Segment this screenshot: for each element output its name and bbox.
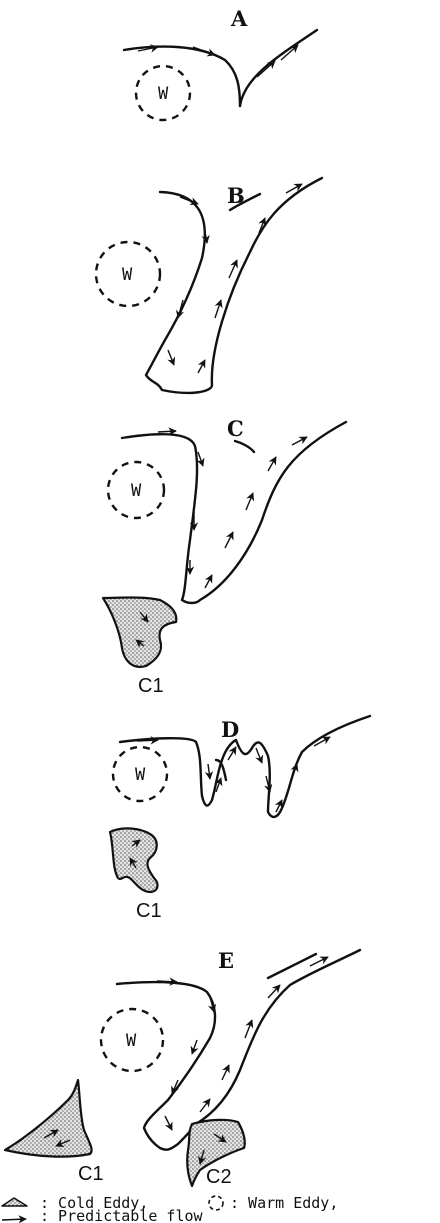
legend-warm-eddy-text: : Warm Eddy, <box>230 1194 338 1212</box>
panel-a-warm-eddy-label: W <box>158 84 169 104</box>
panel-a-front-left <box>124 47 240 106</box>
panel-a-flow-arrow <box>193 47 215 55</box>
panel-d-flow-arrow <box>228 747 236 760</box>
panel-e-flow-arrow <box>310 957 328 966</box>
panel-b-flow-arrow <box>229 260 237 278</box>
panel-c-label: C <box>227 416 244 441</box>
legend-flow-arrow-icon <box>2 1219 26 1220</box>
panel-e-flow-arrow <box>222 1065 229 1080</box>
panel-e-warm-eddy-label: W <box>126 1031 137 1051</box>
panel-d-cold-eddy-c1-label: C1 <box>136 900 162 922</box>
panel-e-flow-arrow <box>157 981 177 982</box>
panel-d-flow-arrow <box>208 764 210 779</box>
panel-c-flow-arrow <box>225 532 233 548</box>
panel-c-flow-arrow <box>198 452 203 466</box>
panel-d-cold-eddy-c1 <box>110 828 157 892</box>
panel-c-front <box>122 422 346 603</box>
panel-c-flow-arrow <box>205 575 212 588</box>
panel-d-flow-arrow <box>292 764 297 778</box>
panel-c-flow-arrow <box>246 493 253 510</box>
panel-e-flow-arrow <box>245 1020 252 1038</box>
panel-e-cold-eddy-c1 <box>5 1080 92 1157</box>
panel-b-flow-arrow <box>198 360 205 373</box>
panel-a-front-right <box>240 30 317 106</box>
panel-c-front-inner <box>235 441 254 452</box>
panel-d: D W C1 <box>110 716 370 922</box>
panel-c-flow-arrow <box>292 437 307 445</box>
panel-b-warm-eddy-label: W <box>122 265 133 285</box>
panel-c-warm-eddy-label: W <box>131 481 142 501</box>
panel-a: A W <box>124 6 317 120</box>
panel-c-cold-eddy-c1 <box>103 598 176 667</box>
panel-e-cold-eddy-c2-label: C2 <box>206 1166 232 1188</box>
panel-c-flow-arrow <box>158 431 176 432</box>
panel-d-flow-arrow <box>137 740 158 741</box>
panel-e-cold-eddy-c1-label: C1 <box>78 1163 104 1185</box>
panel-e-label: E <box>218 948 234 973</box>
panel-c: C W C1 <box>103 416 346 697</box>
panel-b-flow-arrow <box>180 197 198 204</box>
panel-e-flow-arrow <box>165 1116 172 1130</box>
legend-cold-eddy-icon <box>2 1198 27 1206</box>
panel-e: E W C1 C2 <box>5 948 360 1188</box>
legend-flow-text: : Predictable flow <box>40 1207 204 1223</box>
panel-a-flow-arrow <box>257 61 275 77</box>
panel-d-front-left <box>120 716 370 817</box>
legend-warm-eddy-icon <box>209 1196 223 1210</box>
panel-b-flow-arrow <box>215 300 221 318</box>
panel-d-label: D <box>221 717 239 742</box>
panel-c-flow-arrow <box>268 457 276 471</box>
panel-d-flow-arrow <box>256 748 262 763</box>
panel-e-front <box>117 950 360 1150</box>
panel-b: B W <box>96 178 322 393</box>
panel-c-cold-eddy-c1-label: C1 <box>138 675 164 697</box>
panel-b-flow-arrow <box>168 350 174 365</box>
legend: : Cold Eddy, : Warm Eddy, : Predictable … <box>2 1194 338 1223</box>
panel-a-label: A <box>230 6 248 31</box>
panel-e-flow-arrow <box>192 1040 197 1054</box>
panel-d-warm-eddy-label: W <box>135 765 146 785</box>
panel-e-flow-arrow <box>200 1099 210 1112</box>
